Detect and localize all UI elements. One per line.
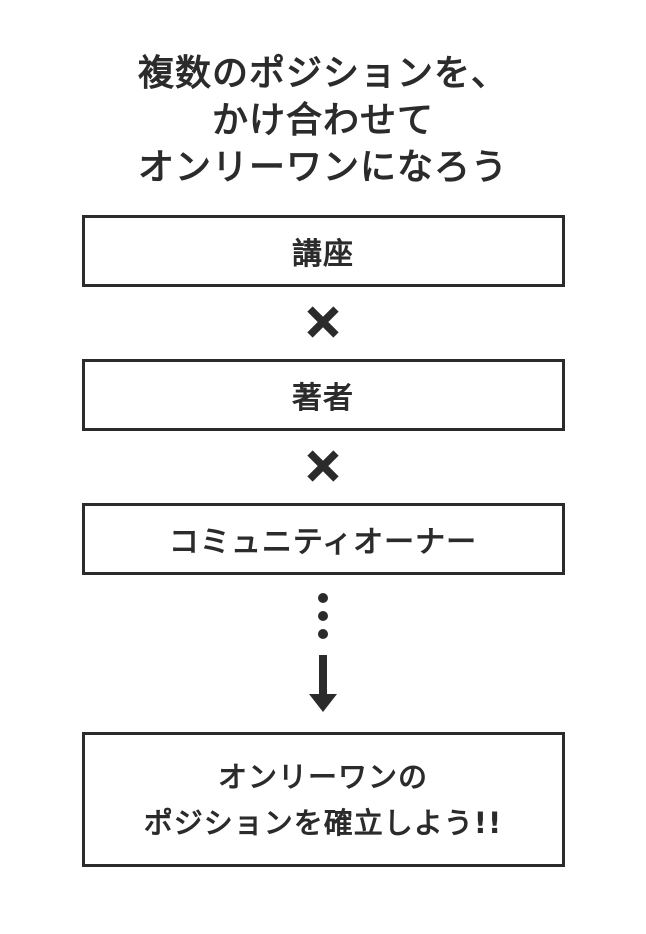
down-arrow-icon [309, 655, 337, 712]
diagram-title: 複数のポジションを、 かけ合わせて オンリーワンになろう [138, 50, 508, 191]
box-author-label: 著者 [292, 381, 354, 416]
vertical-ellipsis-icon [318, 593, 328, 639]
result-line-1: オンリーワンの [217, 759, 428, 794]
ellipsis-dot [318, 629, 328, 639]
box-community-owner-label: コミュニティオーナー [168, 525, 478, 560]
title-line-2: かけ合わせて [211, 100, 434, 141]
box-course-label: 講座 [292, 237, 354, 272]
box-author: 著者 [81, 359, 565, 431]
ellipsis-dot [318, 611, 328, 621]
result-line-2: ポジションを確立しよう!! [143, 805, 503, 840]
title-line-1: 複数のポジションを、 [137, 53, 508, 94]
title-line-3: オンリーワンになろう [137, 147, 508, 188]
multiply-icon [307, 450, 339, 482]
ellipsis-dot [318, 593, 328, 603]
result-box: オンリーワンの ポジションを確立しよう!! [81, 732, 565, 867]
box-course: 講座 [81, 215, 565, 287]
box-community-owner: コミュニティオーナー [81, 503, 565, 575]
multiply-icon [307, 306, 339, 338]
